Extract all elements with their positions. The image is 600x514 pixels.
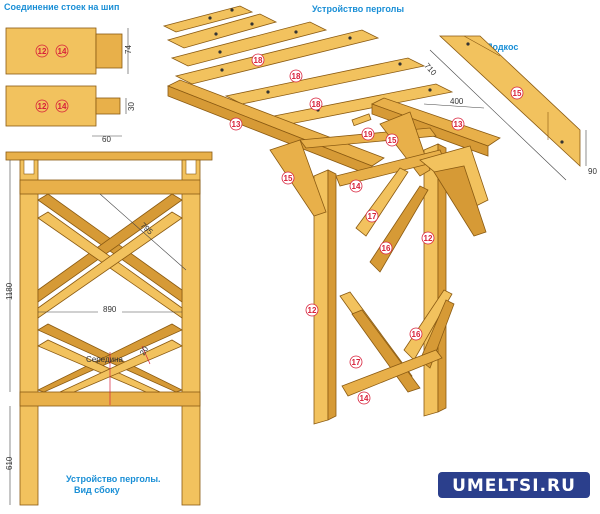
dim-890: 890: [103, 305, 117, 314]
callout-18-b: 18: [292, 72, 301, 81]
callout-15-a: 15: [388, 136, 397, 145]
dim-60: 60: [102, 135, 111, 144]
brace-detail: 15 710 90: [423, 35, 597, 181]
callout-18-c: 18: [312, 100, 321, 109]
callout-17-b: 17: [352, 358, 361, 367]
side-view-title-1: Устройство перголы.: [66, 474, 161, 484]
callout-12-d: 12: [308, 306, 317, 315]
side-view-title-2: Вид сбоку: [74, 485, 120, 495]
callouts-3d: 18 18 18 13 13 19 15 15 14 17 12 16 12 1…: [229, 53, 465, 405]
callout-16-a: 16: [382, 244, 391, 253]
callout-15-b: 15: [284, 174, 293, 183]
dim-610: 610: [5, 456, 14, 470]
dim-710: 710: [423, 61, 439, 77]
callout-13-b: 13: [454, 120, 463, 129]
callout-16-b: 16: [412, 330, 421, 339]
callout-14-a: 14: [58, 47, 67, 56]
joint-title: Соединение стоек на шип: [4, 2, 119, 12]
brand-logo: UMELTSI.RU: [438, 472, 590, 498]
callout-12-b: 12: [38, 102, 47, 111]
callout-12-a: 12: [38, 47, 47, 56]
dim-400: 400: [450, 97, 464, 106]
callout-12-c: 12: [424, 234, 433, 243]
callout-19: 19: [364, 130, 373, 139]
callout-14-d: 14: [360, 394, 369, 403]
callout-14-b: 14: [58, 102, 67, 111]
callout-13-a: 13: [232, 120, 241, 129]
joint-detail-bottom: 12 14 30 60: [5, 85, 136, 144]
dim-30: 30: [127, 102, 136, 111]
callout-14-c: 14: [352, 182, 361, 191]
pergola-3d: 400: [162, 5, 501, 425]
pergola-title: Устройство перголы: [312, 4, 404, 14]
callout-18-a: 18: [254, 56, 263, 65]
brand-text: UMELTSI.RU: [452, 476, 576, 496]
side-view: 1180 610 890 795 Середина 20: [5, 151, 213, 506]
brace-title: Подкос: [486, 42, 518, 52]
callout-17-a: 17: [368, 212, 377, 221]
dim-74: 74: [124, 45, 133, 54]
callout-15-c: 15: [513, 89, 522, 98]
dim-90: 90: [588, 167, 597, 176]
dim-1180: 1180: [5, 282, 14, 300]
joint-detail-top: 12 14 74: [5, 27, 133, 75]
label-center: Середина: [86, 355, 124, 364]
